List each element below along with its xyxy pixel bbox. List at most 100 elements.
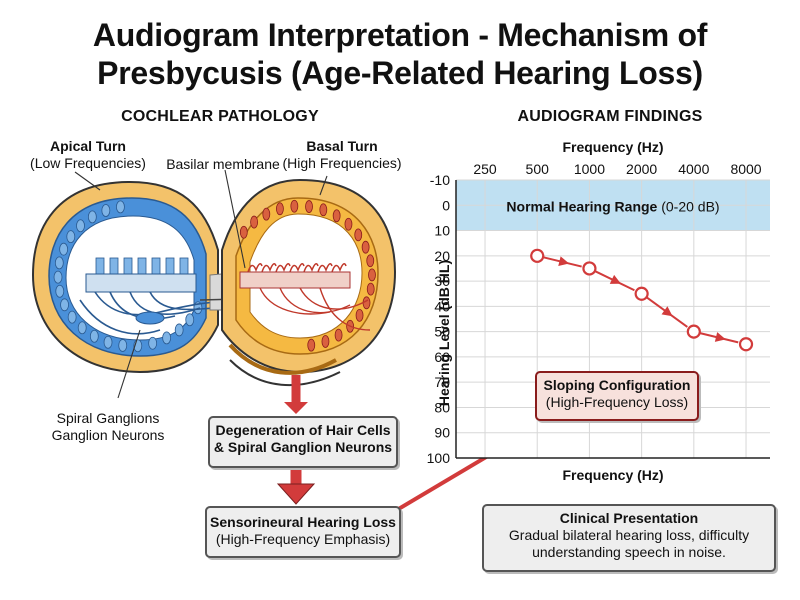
x-tick-label: 2000	[626, 161, 657, 177]
y-tick-label: -10	[430, 172, 450, 188]
apical-inner-cell	[95, 257, 105, 275]
apical-cell	[118, 339, 128, 352]
apical-cell	[87, 210, 97, 224]
threshold-point	[738, 337, 754, 352]
y-tick-label: 70	[434, 374, 450, 390]
basal-stereocilia	[289, 263, 305, 273]
basal-turn-lobe	[221, 178, 397, 374]
apical-inner-cell	[109, 257, 119, 275]
degeneration-line-1: Degeneration of Hair Cells	[215, 422, 391, 438]
apical-cell	[53, 270, 63, 284]
clinical-presentation-box: Clinical Presentation Gradual bilateral …	[482, 504, 776, 572]
clinical-line-1: Gradual bilateral hearing loss, difficul…	[508, 527, 750, 543]
curve-direction-arrow	[558, 256, 570, 267]
x-tick-label: 4000	[678, 161, 709, 177]
apical-hair-cells	[53, 200, 203, 353]
clinical-line-2: understanding speech in noise.	[532, 544, 726, 560]
apical-cell	[103, 335, 113, 349]
apical-cell	[77, 321, 87, 335]
y-tick-label: 40	[434, 298, 450, 314]
basal-cell	[334, 328, 343, 342]
x-tick-label: 250	[473, 161, 497, 177]
basal-cell	[250, 215, 259, 229]
apical-inner-cell	[151, 257, 161, 275]
y-axis-label: Hearing Level (dB HL)	[436, 260, 452, 406]
basal-stereocilia	[303, 263, 319, 273]
basilar-membrane-label: Basilar membrane	[166, 156, 280, 172]
basal-cell	[368, 268, 376, 282]
apical-cell	[54, 256, 64, 270]
curve-direction-arrow	[714, 332, 726, 342]
basal-cell	[366, 282, 375, 296]
basal-stereocilia	[317, 263, 333, 273]
apical-cell	[185, 313, 195, 327]
title-line-2: Presbycusis (Age-Related Hearing Loss)	[97, 55, 703, 91]
apical-inner-cell	[123, 257, 133, 275]
basal-cell	[332, 209, 341, 223]
apical-cell	[55, 284, 65, 298]
basal-cell	[355, 308, 364, 322]
basal-cell	[239, 225, 248, 239]
cochlear-pathology-heading: COCHLEAR PATHOLOGY	[121, 108, 319, 125]
normal-range-label: Normal Hearing Range (0-20 dB)	[506, 198, 719, 214]
apical-cell	[116, 200, 125, 214]
sloping-configuration-box: Sloping Configuration (High-Frequency Lo…	[535, 371, 699, 421]
y-tick-label: 20	[434, 248, 450, 264]
y-tick-label: 60	[434, 349, 450, 365]
apical-cell	[148, 336, 158, 350]
y-tick-label: 90	[434, 425, 450, 441]
threshold-point	[582, 261, 597, 276]
apical-cell	[162, 331, 172, 345]
spiral-ganglion-line-2: Ganglion Neurons	[51, 427, 165, 443]
basal-cell	[307, 338, 316, 352]
apical-cell	[66, 230, 76, 244]
curve-segment	[641, 292, 688, 328]
basal-cell	[290, 199, 299, 213]
sloping-line-1: Sloping Configuration	[543, 377, 691, 393]
apical-inner-cell	[137, 257, 147, 275]
basal-cell	[262, 207, 271, 221]
apical-cell	[59, 242, 69, 256]
threshold-point	[530, 248, 545, 263]
y-tick-label: 10	[434, 223, 450, 239]
snhl-box: Sensorineural Hearing Loss (High-Frequen…	[205, 506, 401, 558]
x-tick-label: 8000	[730, 161, 761, 177]
x-tick-label: 1000	[574, 161, 605, 177]
spiral-ganglion-line-1: Spiral Ganglions	[56, 410, 160, 426]
y-tick-label: 0	[442, 197, 450, 213]
chart-title: Frequency (Hz)	[562, 139, 663, 155]
y-tick-label: 80	[434, 399, 450, 415]
degeneration-box: Degeneration of Hair Cells & Spiral Gang…	[208, 416, 398, 468]
apical-cell	[101, 204, 111, 217]
basal-cell	[366, 254, 375, 268]
cochlea-illustration	[31, 178, 397, 387]
y-tick-label: 50	[434, 324, 450, 340]
audiogram-chart: -10 0 10 20 30 40 50 60 70 80 90 100 250 500 1000 2000 4…	[427, 139, 770, 483]
apical-cell	[60, 298, 69, 312]
basal-turn-subtitle: (High Frequencies)	[282, 155, 402, 171]
basal-cell	[319, 203, 328, 217]
normal-range-values: (0-20 dB)	[661, 198, 719, 214]
basal-cell	[354, 228, 363, 242]
threshold-point	[686, 324, 701, 339]
basal-hair-cells-degenerated	[239, 199, 376, 352]
basal-cell	[361, 240, 370, 254]
label-leader-lines	[74, 169, 328, 399]
apical-cell	[76, 219, 85, 233]
basal-stereocilia	[331, 263, 347, 273]
basal-cell	[321, 335, 330, 348]
y-tick-label: 100	[427, 450, 451, 466]
apical-cell	[67, 310, 77, 324]
basal-cell	[344, 217, 353, 231]
basal-stereocilia	[261, 263, 277, 273]
y-tick-label: 30	[434, 273, 450, 289]
clinical-title: Clinical Presentation	[559, 510, 699, 526]
title-line-1: Audiogram Interpretation - Mechanism of	[92, 17, 708, 53]
x-tick-label: 500	[526, 161, 550, 177]
apical-turn-title: Apical Turn	[50, 138, 126, 154]
basal-nerve-fibers	[259, 287, 371, 331]
basal-stereocilia	[247, 263, 263, 273]
basal-turn-title: Basal Turn	[306, 138, 378, 154]
apical-turn-label: Apical Turn (Low Frequencies)	[18, 138, 158, 172]
